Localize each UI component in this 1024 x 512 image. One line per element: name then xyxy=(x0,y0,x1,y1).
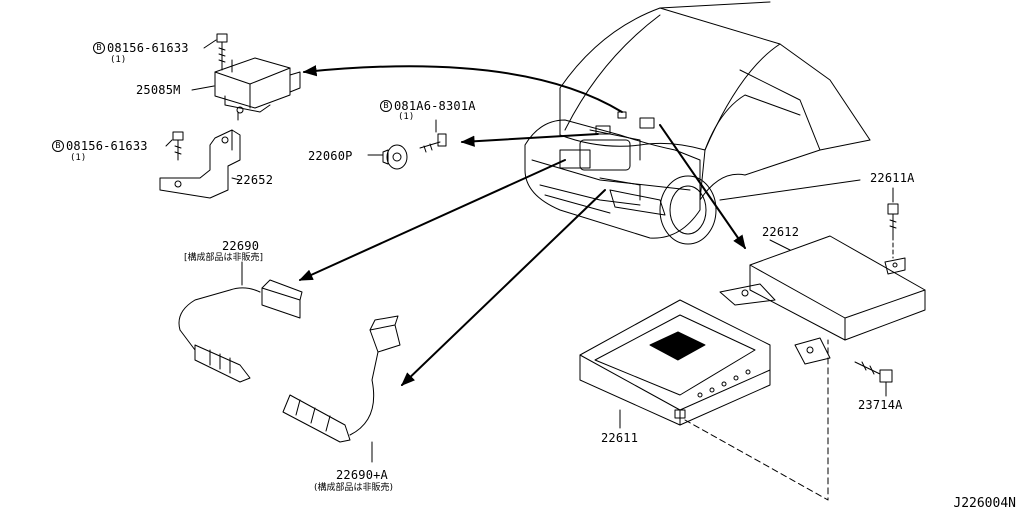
label-22690: 22690 xyxy=(222,239,260,253)
callout-arrows xyxy=(298,65,746,386)
sensor-22060P-shape xyxy=(377,144,408,170)
label-081A6: 081A6-8301A xyxy=(394,99,476,113)
sensor-25085M-shape xyxy=(214,57,301,121)
label-25085M: 25085M xyxy=(136,83,181,97)
qty-081A6: (1) xyxy=(398,112,415,122)
label-22652: 22652 xyxy=(236,173,274,187)
leader-bolt-top xyxy=(203,39,217,49)
leader-22652 xyxy=(231,177,241,181)
arrow-to-22690 xyxy=(298,159,566,281)
bolt-symbol-lower: B xyxy=(52,140,64,152)
sensor-22690-shape xyxy=(178,279,303,383)
label-22690A: 22690+A xyxy=(336,468,388,482)
qty-bolt-lower: (1) xyxy=(70,153,87,163)
label-bolt-top: 08156-61633 xyxy=(107,41,189,55)
label-22060P: 22060P xyxy=(308,149,353,163)
bolt-081A6-shape xyxy=(419,119,447,153)
label-22611A: 22611A xyxy=(870,171,915,185)
diagram-code: J226004N xyxy=(953,496,1016,511)
label-22612: 22612 xyxy=(762,225,800,239)
bolt-symbol-081A6: B xyxy=(380,100,392,112)
qty-bolt-top: (1) xyxy=(110,55,127,65)
bolt-23714A-shape xyxy=(854,361,893,383)
arrow-to-22060P xyxy=(460,133,599,147)
ecm-22611-shape xyxy=(579,299,771,426)
note-22690A: (構成部品は非販売) xyxy=(314,483,394,493)
arrow-to-22612 xyxy=(659,124,746,250)
label-22611: 22611 xyxy=(601,431,639,445)
leader-25085M xyxy=(191,85,215,91)
label-23714A: 23714A xyxy=(858,398,903,412)
leader-22612 xyxy=(769,239,791,251)
leader-bolt-lower xyxy=(165,139,173,147)
dashed-mount-line xyxy=(684,339,829,501)
arrow-to-25085M xyxy=(302,65,623,113)
bolt-22611A-shape xyxy=(887,203,899,259)
note-22690: [構成部品は非販売] xyxy=(184,253,264,263)
bracket-22652-shape xyxy=(159,129,241,199)
arrow-to-22690A xyxy=(400,189,606,386)
bolt-top-shape xyxy=(216,33,228,71)
label-bolt-lower: 08156-61633 xyxy=(66,139,148,153)
sensor-22690A-shape xyxy=(282,315,401,443)
bolt-lower-shape xyxy=(172,131,184,161)
bolt-symbol-top: B xyxy=(93,42,105,54)
bracket-22612-shape xyxy=(719,235,926,365)
vehicle-illustration xyxy=(524,1,871,245)
